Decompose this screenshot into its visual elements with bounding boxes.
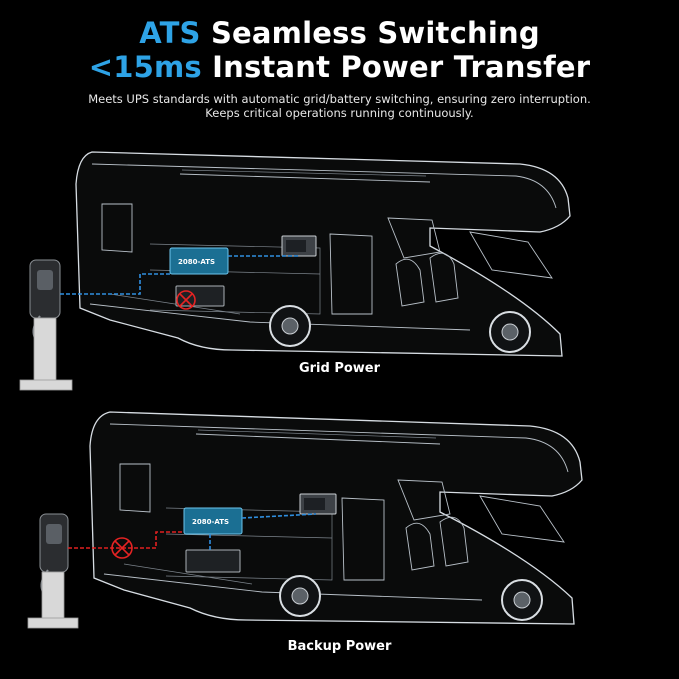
microwave-icon bbox=[299, 493, 337, 515]
front-wheel bbox=[501, 579, 543, 621]
microwave-icon bbox=[281, 235, 317, 257]
headline-accent-ats: ATS bbox=[139, 16, 201, 50]
headline-text-1: Seamless Switching bbox=[200, 16, 540, 50]
grid-power-flow-line bbox=[60, 273, 170, 295]
grid-power-caption: Grid Power bbox=[298, 361, 381, 376]
ev-charger-icon bbox=[27, 513, 79, 629]
headline-line-2: <15ms Instant Power Transfer bbox=[0, 50, 679, 84]
backup-power-scene: 2080-ATS bbox=[27, 411, 583, 629]
subtitle-line-1: Meets UPS standards with automatic grid/… bbox=[88, 92, 591, 106]
headline-line-1: ATS Seamless Switching bbox=[0, 16, 679, 50]
inverter-label: 2080-ATS bbox=[192, 518, 229, 526]
grid-power-scene: 2080-ATS bbox=[19, 151, 571, 391]
headline-text-2: Instant Power Transfer bbox=[201, 50, 591, 84]
ev-charger-icon bbox=[19, 259, 73, 391]
inverter-icon: 2080-ATS bbox=[169, 247, 229, 275]
subtitle-line-2: Keeps critical operations running contin… bbox=[205, 106, 474, 120]
inverter-to-microwave-line bbox=[241, 513, 317, 519]
blocked-x-icon bbox=[111, 537, 133, 559]
battery-icon bbox=[185, 549, 241, 573]
rear-wheel bbox=[279, 575, 321, 617]
headline-accent-time: <15ms bbox=[88, 50, 202, 84]
backup-power-caption: Backup Power bbox=[287, 639, 392, 654]
blocked-x-icon bbox=[176, 290, 196, 310]
rear-wheel bbox=[269, 305, 311, 347]
inverter-label: 2080-ATS bbox=[178, 258, 215, 266]
inverter-icon: 2080-ATS bbox=[183, 507, 243, 535]
front-wheel bbox=[489, 311, 531, 353]
